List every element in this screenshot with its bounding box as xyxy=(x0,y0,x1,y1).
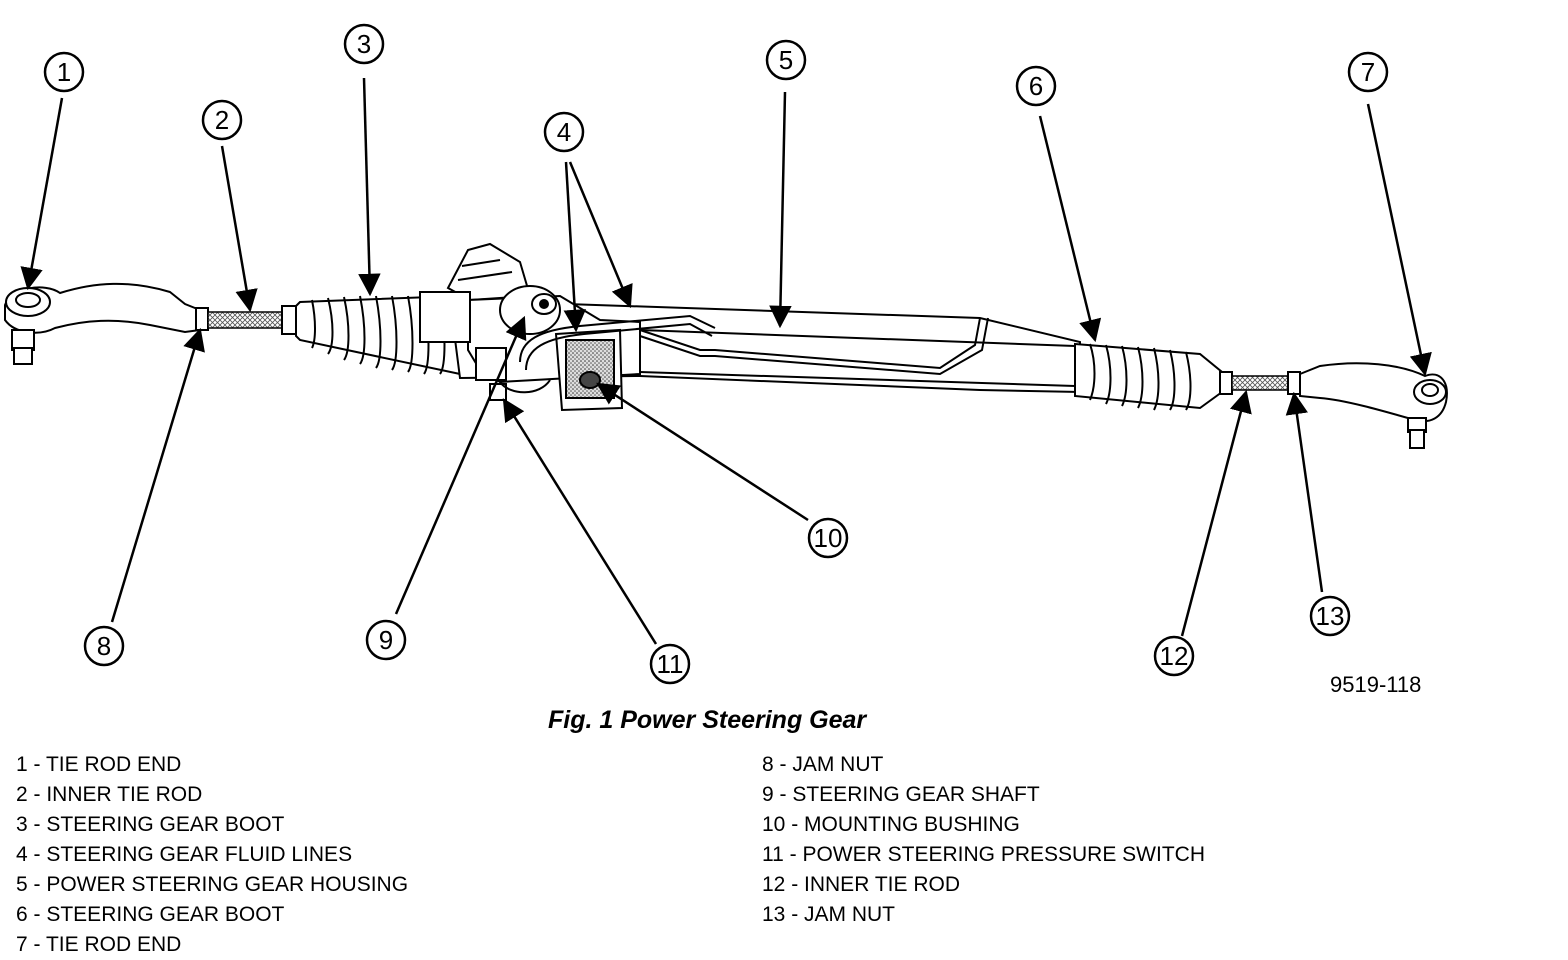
legend-item: 2 - INNER TIE ROD xyxy=(16,783,203,806)
figure-caption: Fig. 1 Power Steering Gear xyxy=(548,706,867,734)
callout-3: 3 xyxy=(357,29,371,59)
left-inner-tie-rod xyxy=(207,311,283,329)
callout-1: 1 xyxy=(57,57,71,87)
right-steering-gear-boot xyxy=(1074,342,1223,411)
mounting-bushing xyxy=(554,328,624,412)
callout-9: 9 xyxy=(379,625,393,655)
steering-gear-diagram: 1 2 3 4 5 6 7 8 9 11 10 12 13 xyxy=(4,23,1448,685)
legend-item: 11 - POWER STEERING PRESSURE SWITCH xyxy=(762,843,1205,866)
legend-item: 3 - STEERING GEAR BOOT xyxy=(16,813,285,836)
left-tie-rod-end xyxy=(4,282,201,365)
legend-item: 8 - JAM NUT xyxy=(762,753,884,776)
callout-2: 2 xyxy=(215,105,229,135)
callout-10: 10 xyxy=(814,523,843,553)
legend-left-column: 1 - TIE ROD END 2 - INNER TIE ROD 3 - ST… xyxy=(16,750,408,960)
legend-item: 6 - STEERING GEAR BOOT xyxy=(16,903,285,926)
callout-6: 6 xyxy=(1029,71,1043,101)
right-inner-tie-rod xyxy=(1231,375,1289,391)
right-jam-nut xyxy=(1287,371,1301,395)
legend-item: 1 - TIE ROD END xyxy=(16,753,182,776)
right-tie-rod-end xyxy=(1299,362,1448,449)
callout-7: 7 xyxy=(1361,57,1375,87)
leader-lines xyxy=(20,77,1432,645)
callout-13: 13 xyxy=(1316,601,1345,631)
legend-item: 5 - POWER STEERING GEAR HOUSING xyxy=(16,873,409,896)
legend-item: 10 - MOUNTING BUSHING xyxy=(762,813,1020,836)
legend-item: 13 - JAM NUT xyxy=(762,903,896,926)
left-jam-nut xyxy=(195,307,209,331)
callout-4: 4 xyxy=(557,117,571,147)
legend-item: 4 - STEERING GEAR FLUID LINES xyxy=(16,843,353,866)
steering-gear-shaft xyxy=(499,285,561,335)
callout-11: 11 xyxy=(657,649,684,679)
callout-12: 12 xyxy=(1160,641,1189,671)
figure-id: 9519-118 xyxy=(1330,672,1422,697)
legend-item: 9 - STEERING GEAR SHAFT xyxy=(762,783,1040,806)
callout-5: 5 xyxy=(779,45,793,75)
legend-right-column: 8 - JAM NUT 9 - STEERING GEAR SHAFT 10 -… xyxy=(762,750,1205,930)
legend-item: 7 - TIE ROD END xyxy=(16,933,182,956)
callout-8: 8 xyxy=(97,631,111,661)
legend-item: 12 - INNER TIE ROD xyxy=(762,873,960,896)
